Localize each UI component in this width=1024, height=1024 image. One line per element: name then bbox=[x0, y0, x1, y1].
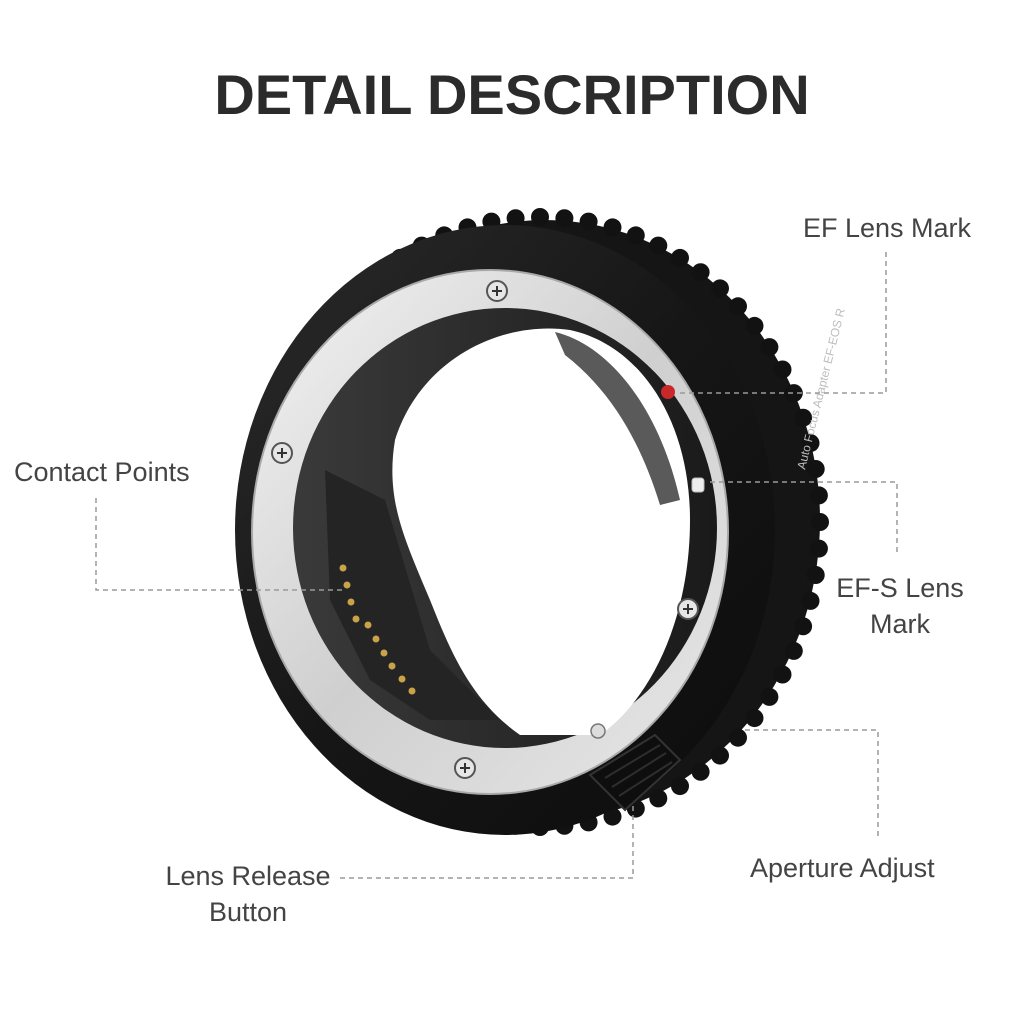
screw-icon bbox=[486, 280, 508, 302]
ring-text: Auto Focus Adapter EF-EOS R bbox=[794, 307, 848, 471]
contact-pin bbox=[343, 581, 351, 589]
lens-release-label-line2: Button bbox=[208, 897, 288, 927]
contact-pin bbox=[339, 564, 347, 572]
ef-lens-mark-leader bbox=[678, 252, 887, 394]
contact-pin bbox=[388, 662, 396, 670]
knurl-ridge bbox=[711, 279, 729, 298]
knurl-ridge bbox=[760, 687, 779, 706]
knurl-ridge bbox=[711, 746, 729, 765]
knurl-ridge bbox=[531, 208, 549, 226]
knurl-ridge bbox=[745, 316, 764, 335]
knurl-ridge bbox=[784, 384, 803, 403]
knurl-ridge bbox=[811, 513, 829, 531]
lens-opening bbox=[392, 328, 690, 735]
knurl-ridge bbox=[784, 641, 803, 660]
knurl-ridge bbox=[794, 617, 813, 636]
efs-lens-mark-label-line2: Mark bbox=[870, 609, 930, 639]
knurl-ridge bbox=[801, 591, 820, 610]
knurl-ridge bbox=[671, 777, 689, 796]
knurl-ridge bbox=[691, 762, 710, 781]
ef-lens-mark-label: EF Lens Mark bbox=[803, 213, 972, 243]
lens-release-button bbox=[588, 733, 682, 812]
knurl-ridge bbox=[649, 789, 668, 808]
contact-pins bbox=[339, 564, 416, 695]
knurl-ridge bbox=[806, 460, 825, 478]
knurl-ridge bbox=[579, 212, 598, 231]
efs-lens-mark-leader bbox=[710, 481, 898, 555]
knurl-ridge bbox=[773, 665, 792, 684]
aperture-adjust-label: Aperture Adjust bbox=[750, 853, 935, 883]
contact-block bbox=[325, 470, 500, 720]
screw-icon bbox=[271, 442, 293, 464]
knurl-ridge bbox=[760, 338, 779, 357]
knurl-ridge bbox=[809, 539, 828, 558]
lens-release-leader bbox=[340, 805, 634, 879]
knurl-ridge bbox=[691, 263, 710, 282]
screw-icon bbox=[454, 757, 476, 779]
contact-pin bbox=[408, 687, 416, 695]
aperture-adjust-leader bbox=[745, 729, 879, 838]
knurl-ridge bbox=[603, 807, 622, 826]
knurl-ridge bbox=[649, 236, 668, 255]
page-title: DETAIL DESCRIPTION bbox=[214, 63, 810, 126]
knurl-ridge bbox=[801, 434, 820, 453]
knurl-ridge bbox=[809, 486, 828, 505]
knurl-ridge bbox=[555, 209, 574, 228]
knurl-ridge bbox=[626, 226, 645, 245]
contact-pin bbox=[352, 615, 360, 623]
knurl-ridge bbox=[806, 566, 825, 584]
efs-lens-mark-label: EF-S Lens Mark bbox=[820, 570, 980, 642]
lens-release-label-line1: Lens Release bbox=[165, 861, 331, 891]
knurl-ridge bbox=[603, 218, 622, 237]
contact-pin bbox=[372, 635, 380, 643]
baffle bbox=[555, 332, 680, 505]
knurl-ridge bbox=[745, 709, 764, 728]
locking-pin bbox=[590, 723, 606, 739]
screw-icon bbox=[677, 598, 699, 620]
knurl-ridge bbox=[729, 297, 747, 316]
efs-lens-mark-label-line1: EF-S Lens bbox=[836, 573, 964, 603]
contact-pin bbox=[347, 598, 355, 606]
lens-release-label: Lens Release Button bbox=[160, 858, 336, 930]
knurl-ridge bbox=[506, 209, 525, 228]
knurl-ridge bbox=[671, 248, 689, 267]
contact-pin bbox=[364, 621, 372, 629]
efs-lens-mark-dot bbox=[691, 477, 705, 493]
contact-points-leader bbox=[95, 498, 342, 591]
contact-points-label: Contact Points bbox=[14, 457, 190, 487]
knurl-ridge bbox=[729, 728, 747, 747]
ef-lens-mark-dot bbox=[661, 385, 675, 399]
leader-lines bbox=[95, 252, 898, 879]
knurl-ridge bbox=[773, 360, 792, 379]
knurl-ridge bbox=[794, 408, 813, 427]
contact-pin bbox=[380, 649, 388, 657]
contact-pin bbox=[398, 675, 406, 683]
